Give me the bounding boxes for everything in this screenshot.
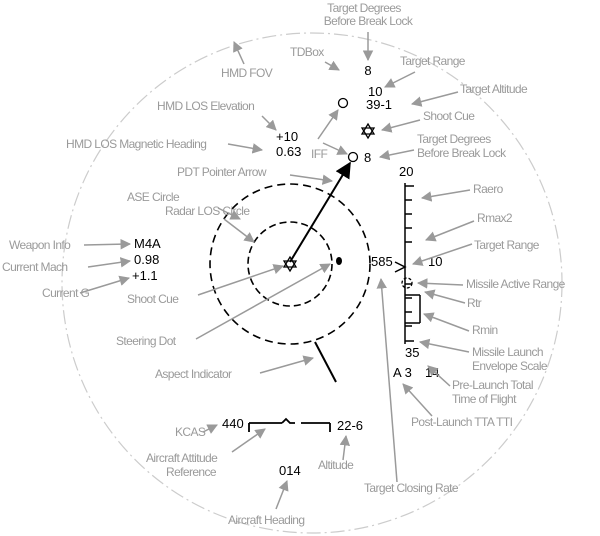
label-radar-los-circle: Radar LOS Circle	[165, 204, 250, 218]
hmd-los-elevation-value: +10	[276, 129, 298, 144]
hmd-fov-circle	[61, 32, 563, 534]
label-missile-active-range: Missile Active Range	[466, 277, 566, 291]
shoot-cue-star-top	[360, 122, 376, 140]
label-kcas: KCAS	[175, 425, 206, 439]
label-target-altitude: Target Altitude	[460, 82, 528, 96]
label-target-range-scale: Target Range	[474, 238, 540, 252]
label-rmin: Rmin	[472, 323, 498, 337]
tdbox-degrees-value: 8	[364, 63, 371, 78]
label-post-launch: Post-Launch TTA TTI	[411, 415, 513, 429]
launch-envelope-scale	[394, 183, 421, 344]
label-tdbox: TDBox	[290, 45, 324, 59]
label-target-degrees-mid-2: Before Break Lock	[417, 146, 507, 160]
label-current-mach: Current Mach	[2, 260, 68, 274]
weapon-value: M4A	[134, 236, 161, 251]
label-hmd-fov: HMD FOV	[221, 66, 273, 80]
label-missile-launch-envelope-2: Envelope Scale	[472, 359, 548, 373]
post-launch-tti-value: A 3	[393, 365, 412, 380]
scale-top-value: 20	[399, 164, 413, 179]
g-value: +1.1	[132, 268, 158, 283]
missile-active-range-marker	[401, 277, 413, 289]
callout-arrows	[79, 32, 475, 510]
label-altitude: Altitude	[318, 458, 354, 472]
label-hmd-los-magnetic-heading: HMD LOS Magnetic Heading	[66, 137, 206, 151]
hmd-los-heading-value: 0.63	[276, 144, 301, 159]
shoot-cue-star	[282, 255, 298, 273]
label-ase-circle: ASE Circle	[127, 190, 180, 204]
target-altitude-value: 39-1	[366, 97, 392, 112]
pdt-pointer-arrow	[289, 161, 351, 263]
label-steering-dot: Steering Dot	[116, 334, 177, 348]
radar-los-circle	[247, 221, 333, 307]
aircraft-attitude-reference	[248, 417, 331, 432]
closing-rate-value: 585	[371, 254, 393, 269]
label-raero: Raero	[473, 182, 504, 196]
label-iff: IFF	[311, 147, 327, 161]
label-rmax2: Rmax2	[477, 211, 513, 225]
label-shoot-cue-top: Shoot Cue	[423, 109, 475, 123]
label-target-closing-rate: Target Closing Rate	[364, 481, 459, 495]
label-target-degrees-mid-1: Target Degrees	[417, 132, 491, 146]
aspect-indicator	[314, 341, 337, 383]
label-missile-launch-envelope-1: Missile Launch	[472, 345, 543, 359]
mach-value: 0.98	[134, 252, 159, 267]
label-aspect-indicator: Aspect Indicator	[155, 367, 232, 381]
kcas-value: 440	[222, 416, 244, 431]
pre-launch-tof-value: 14	[425, 365, 439, 380]
label-rtr: Rtr	[467, 296, 482, 310]
label-pre-launch-1: Pre-Launch Total	[452, 378, 533, 392]
label-hmd-los-elevation: HMD LOS Elevation	[157, 99, 254, 113]
scale-bottom-value: 35	[405, 345, 419, 360]
iff-symbol	[347, 151, 359, 163]
label-target-range-top: Target Range	[400, 54, 466, 68]
iff-degrees-value: 8	[364, 150, 371, 165]
label-aircraft-attitude-1: Aircraft Attitude	[146, 451, 218, 465]
label-current-g: Current G	[42, 286, 90, 300]
label-shoot-cue: Shoot Cue	[127, 292, 179, 306]
label-target-degrees-top-1: Target Degrees	[327, 1, 401, 15]
target-range-value: 10	[368, 84, 382, 99]
label-aircraft-heading: Aircraft Heading	[228, 513, 304, 527]
heading-value: 014	[279, 463, 301, 478]
label-aircraft-attitude-2: Reference	[166, 465, 217, 479]
label-target-degrees-top-2: Before Break Lock	[324, 14, 414, 28]
label-pre-launch-2: Time of Flight	[452, 392, 517, 406]
ase-circle	[209, 183, 371, 345]
label-pdt-pointer-arrow: PDT Pointer Arrow	[177, 165, 267, 179]
altitude-value: 22-6	[337, 418, 363, 433]
tdbox-symbol	[337, 97, 349, 109]
steering-dot	[336, 257, 342, 265]
label-weapon-info: Weapon Info	[9, 238, 71, 252]
